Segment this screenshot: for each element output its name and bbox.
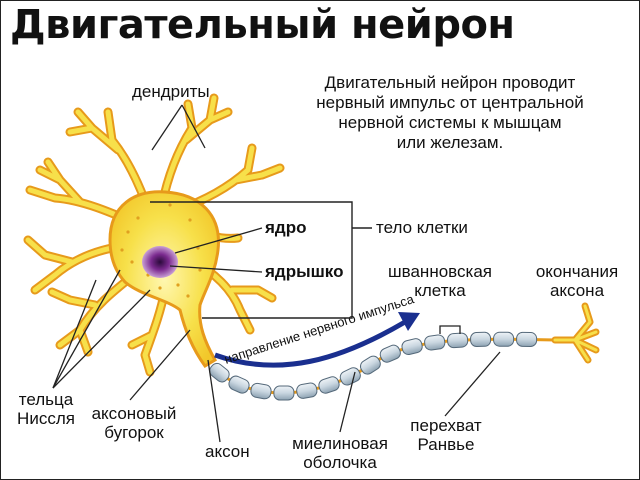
cell-body-bracket	[150, 201, 353, 319]
impulse-direction-arrow	[214, 312, 420, 368]
myelin-segment	[339, 367, 361, 386]
axon-endings-line: аксона	[549, 281, 605, 300]
axon-endings-line: окончания	[535, 262, 619, 281]
description-line: или железам.	[396, 133, 504, 152]
schwann-cell-label: шванновская клетка	[380, 262, 500, 300]
description-line: нервный импульс от центральной	[316, 93, 584, 112]
nissl-bodies-dots	[120, 203, 202, 298]
axon-hillock-line: аксоновый	[91, 404, 177, 423]
myelin-segment	[250, 382, 272, 400]
myelin-segment	[470, 331, 492, 347]
page-title: Двигательный нейрон	[10, 2, 515, 48]
schwann-cell-bracket	[439, 325, 461, 334]
myelin-sheath-line: оболочка	[303, 453, 377, 472]
description-line: Двигательный нейрон проводит	[324, 73, 576, 92]
node-of-ranvier-line: перехват	[410, 416, 482, 435]
myelin-segment	[318, 376, 340, 394]
myelin-sheath-line: миелиновая	[292, 434, 388, 453]
nucleus-label: ядро	[265, 218, 307, 237]
cell-body	[108, 190, 220, 368]
myelin-segment	[296, 382, 318, 399]
nucleolus-label: ядрышко	[265, 262, 344, 281]
myelin-sheath-segments	[209, 331, 557, 401]
axon-label: аксон	[205, 442, 250, 461]
myelin-segment	[493, 331, 515, 347]
myelin-segment	[209, 362, 230, 383]
node-of-ranvier-line: Ранвье	[417, 435, 475, 454]
myelin-segment	[379, 344, 401, 363]
myelin-segment	[424, 334, 446, 351]
myelin-segment	[228, 375, 250, 394]
axon-hillock-label: аксоновый бугорок	[84, 404, 184, 442]
myelin-segment	[516, 331, 538, 347]
schwann-cell-line: клетка	[414, 281, 466, 300]
node-of-ranvier-label: перехват Ранвье	[396, 416, 496, 454]
schwann-cell-line: шванновская	[388, 262, 492, 281]
description-line: нервной системы к мышцам	[338, 113, 562, 132]
axon-endings-label: окончания аксона	[522, 262, 632, 300]
myelin-segment	[447, 332, 469, 349]
nucleus	[142, 246, 178, 278]
cell-body-label: тело клетки	[376, 218, 468, 237]
myelin-segment	[401, 338, 423, 356]
nissl-bodies-line: Нисcля	[17, 409, 75, 428]
pointer-lines	[52, 104, 501, 443]
dendrites-label: дендриты	[132, 82, 210, 101]
description-text: Двигательный нейрон проводит нервный имп…	[300, 73, 600, 153]
axon-hillock-line: бугорок	[104, 423, 164, 442]
nissl-bodies-line: тельца	[18, 390, 74, 409]
dendrites-group	[23, 93, 285, 377]
myelin-segment	[273, 385, 295, 401]
axon-endings-illustration	[551, 302, 600, 364]
myelin-segment	[359, 355, 381, 375]
myelin-sheath-label: миелиновая оболочка	[280, 434, 400, 472]
nissl-bodies-label: тельца Нисcля	[6, 390, 86, 428]
